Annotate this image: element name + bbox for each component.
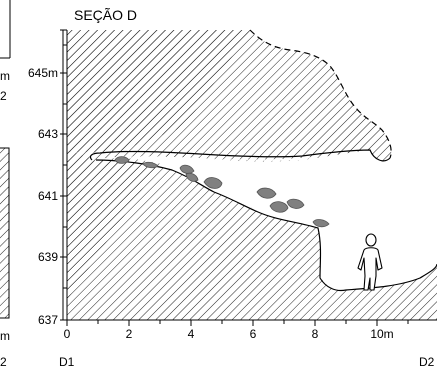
- left-panel-fragment: m 2 m 2: [0, 0, 11, 369]
- upper-rock-hatch: [67, 30, 392, 161]
- y-tick-label: 639: [38, 250, 58, 264]
- person-silhouette-icon: [357, 233, 383, 291]
- left-panel-label-4: 2: [0, 355, 7, 369]
- boulder-icon: [286, 198, 305, 209]
- y-axis-labels: 645m 643 641 639 637: [28, 66, 58, 327]
- boulder-icon: [185, 172, 199, 182]
- cave-ceiling-dashed-outline: [249, 29, 392, 159]
- left-panel-label-2: 2: [0, 89, 7, 103]
- left-panel-label-1: m: [0, 69, 10, 83]
- cave-ceiling-outline: [89, 149, 391, 162]
- endpoint-right-label: D2: [419, 355, 435, 369]
- x-tick-label: 0: [64, 327, 71, 341]
- boulder-icon: [179, 164, 195, 174]
- x-tick-label: 10m: [370, 327, 393, 341]
- y-axis: [60, 29, 67, 321]
- x-tick-label: 2: [126, 327, 133, 341]
- x-tick-label: 4: [188, 327, 195, 341]
- lower-rock-hatch: [67, 150, 437, 320]
- x-tick-label: 8: [312, 327, 319, 341]
- boulders: [114, 156, 330, 228]
- boulder-icon: [269, 201, 289, 213]
- section-title: SEÇÃO D: [74, 7, 137, 23]
- left-panel-label-3: m: [0, 329, 10, 343]
- boulder-icon: [203, 177, 223, 189]
- boulder-icon: [256, 187, 277, 199]
- y-tick-label: 641: [38, 189, 58, 203]
- x-axis: [66, 320, 409, 326]
- left-panel-hatched-strip: [0, 147, 10, 319]
- y-tick-label: 637: [38, 313, 58, 327]
- boulder-icon: [114, 156, 130, 164]
- x-axis-labels: 0 2 4 6 8 10m: [64, 327, 394, 341]
- cave-floor-outline: [95, 159, 437, 292]
- plot-frame: [62, 30, 437, 321]
- cave-void: [90, 30, 437, 291]
- x-tick-label: 6: [250, 327, 257, 341]
- endpoint-left-label: D1: [59, 355, 75, 369]
- y-tick-label: 643: [38, 127, 58, 141]
- y-tick-label: 645m: [28, 66, 58, 80]
- boulder-icon: [142, 161, 159, 169]
- boulder-icon: [312, 219, 330, 228]
